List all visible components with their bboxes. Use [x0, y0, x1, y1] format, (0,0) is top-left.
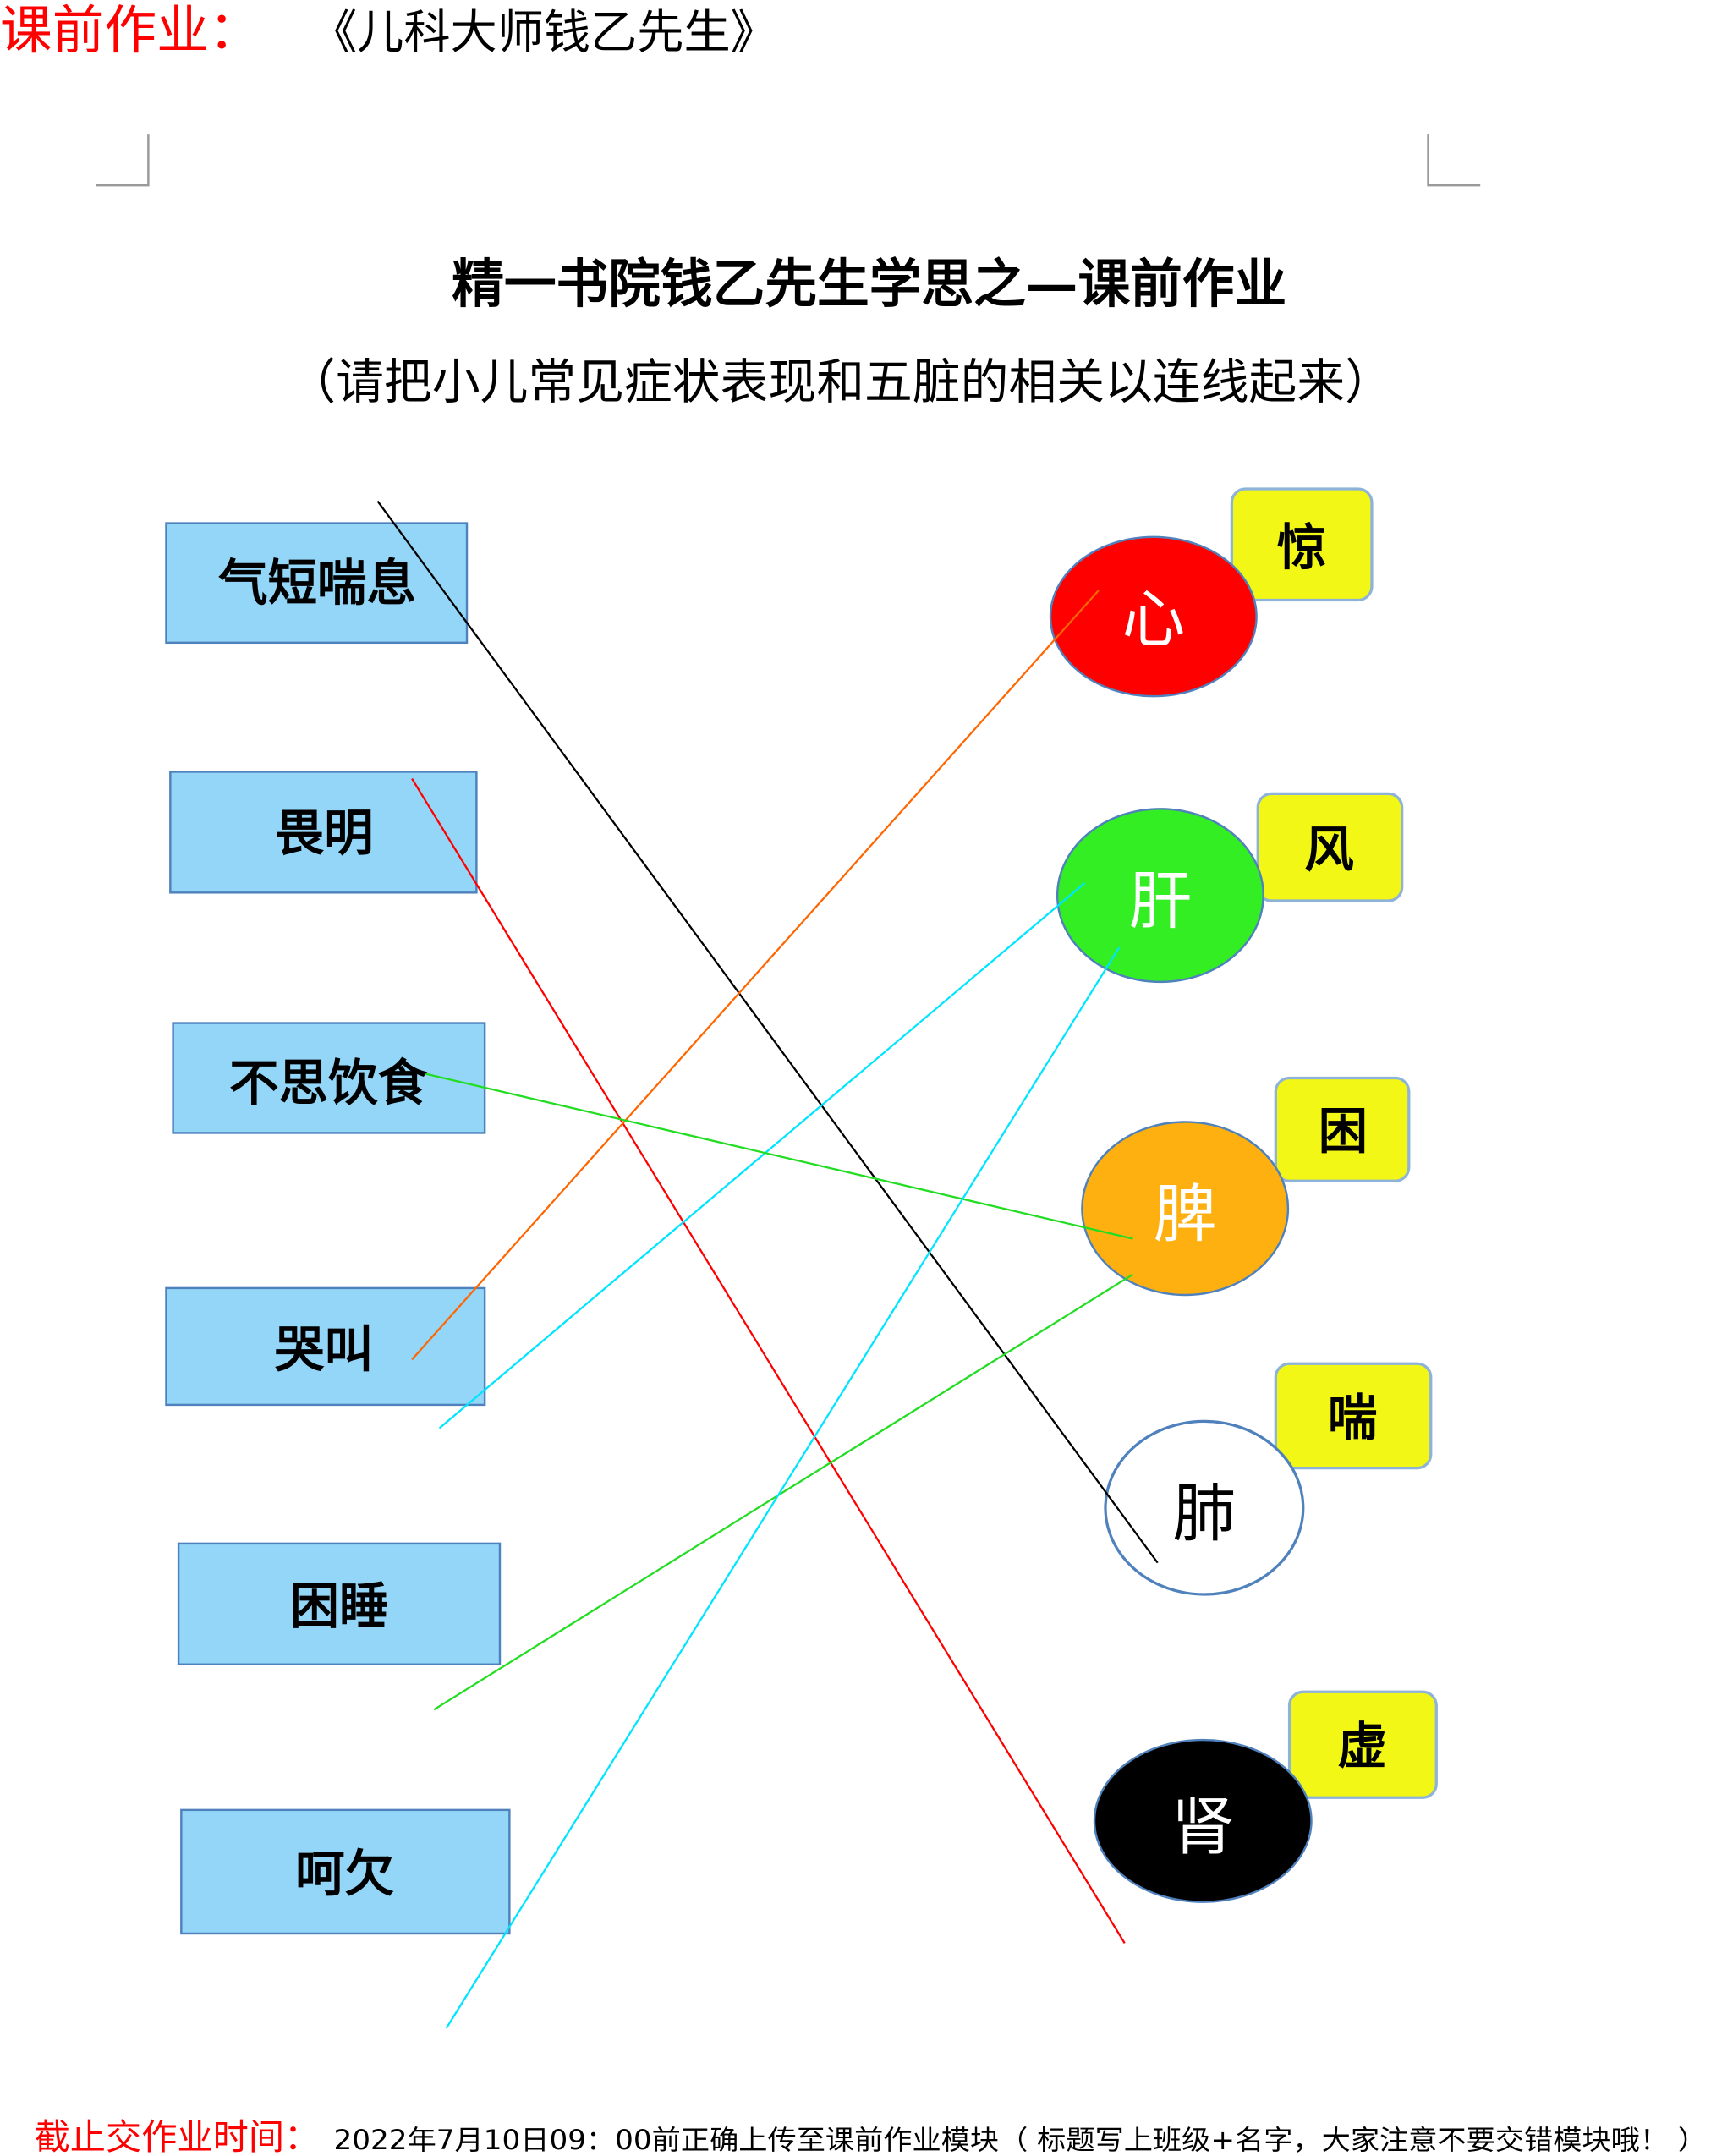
- organ-lung: 喘 肺: [1104, 1362, 1433, 1596]
- footer-label: 截止交作业时间：: [35, 2116, 321, 2156]
- symptom-label: 畏明: [275, 804, 374, 862]
- organ-tag: 虚: [1337, 1717, 1386, 1775]
- organ-liver: 风 肝: [1056, 792, 1404, 984]
- organ-name: 肺: [1173, 1477, 1237, 1550]
- organ-tag: 困: [1319, 1101, 1368, 1160]
- organ-name: 肝: [1129, 864, 1193, 938]
- connection-line: [445, 946, 1121, 2029]
- organ-spleen: 困 脾: [1081, 1076, 1411, 1297]
- page-title: 精一书院钱乙先生学思之—课前作业: [452, 253, 1286, 315]
- organ-tag: 喘: [1328, 1389, 1377, 1447]
- symptom-box: 畏明: [169, 771, 478, 894]
- footer-text: 2022年7月10日09：00前正确上传至课前作业模块（ 标题写上班级+名字，大…: [334, 2126, 1708, 2156]
- header-book-title: 《儿科大师钱乙先生》: [310, 6, 777, 60]
- symptom-box: 哭叫: [165, 1286, 486, 1407]
- symptom-label: 呵欠: [295, 1845, 394, 1903]
- organ-tag: 风: [1304, 820, 1353, 878]
- organ-tag: 惊: [1277, 518, 1326, 576]
- connection-line: [376, 500, 1159, 1564]
- header-label: 课前作业：: [0, 0, 260, 61]
- symptom-box: 困睡: [177, 1542, 502, 1665]
- connection-line: [438, 882, 1086, 1429]
- connection-line: [425, 1073, 1133, 1240]
- symptom-label: 不思饮食: [229, 1053, 427, 1111]
- symptom-box: 气短喘息: [165, 522, 469, 645]
- symptom-box: 呵欠: [180, 1808, 511, 1935]
- connection-line: [411, 590, 1100, 1361]
- symptom-label: 哭叫: [275, 1319, 374, 1378]
- page-subtitle: （请把小儿常见症状表现和五脏的相关以连线起来）: [288, 354, 1393, 410]
- connection-line: [433, 1273, 1134, 1711]
- organ-name: 脾: [1154, 1177, 1217, 1251]
- symptom-label: 困睡: [290, 1577, 389, 1635]
- connection-line: [411, 777, 1126, 1944]
- corner-marks: [96, 134, 1481, 187]
- symptom-label: 气短喘息: [218, 553, 416, 612]
- organ-heart: 惊 心: [1049, 487, 1374, 698]
- organ-kidney: 虚 肾: [1093, 1690, 1438, 1903]
- organ-name: 心: [1121, 583, 1185, 656]
- organ-name: 肾: [1171, 1790, 1235, 1863]
- symptom-box: 不思饮食: [172, 1022, 486, 1134]
